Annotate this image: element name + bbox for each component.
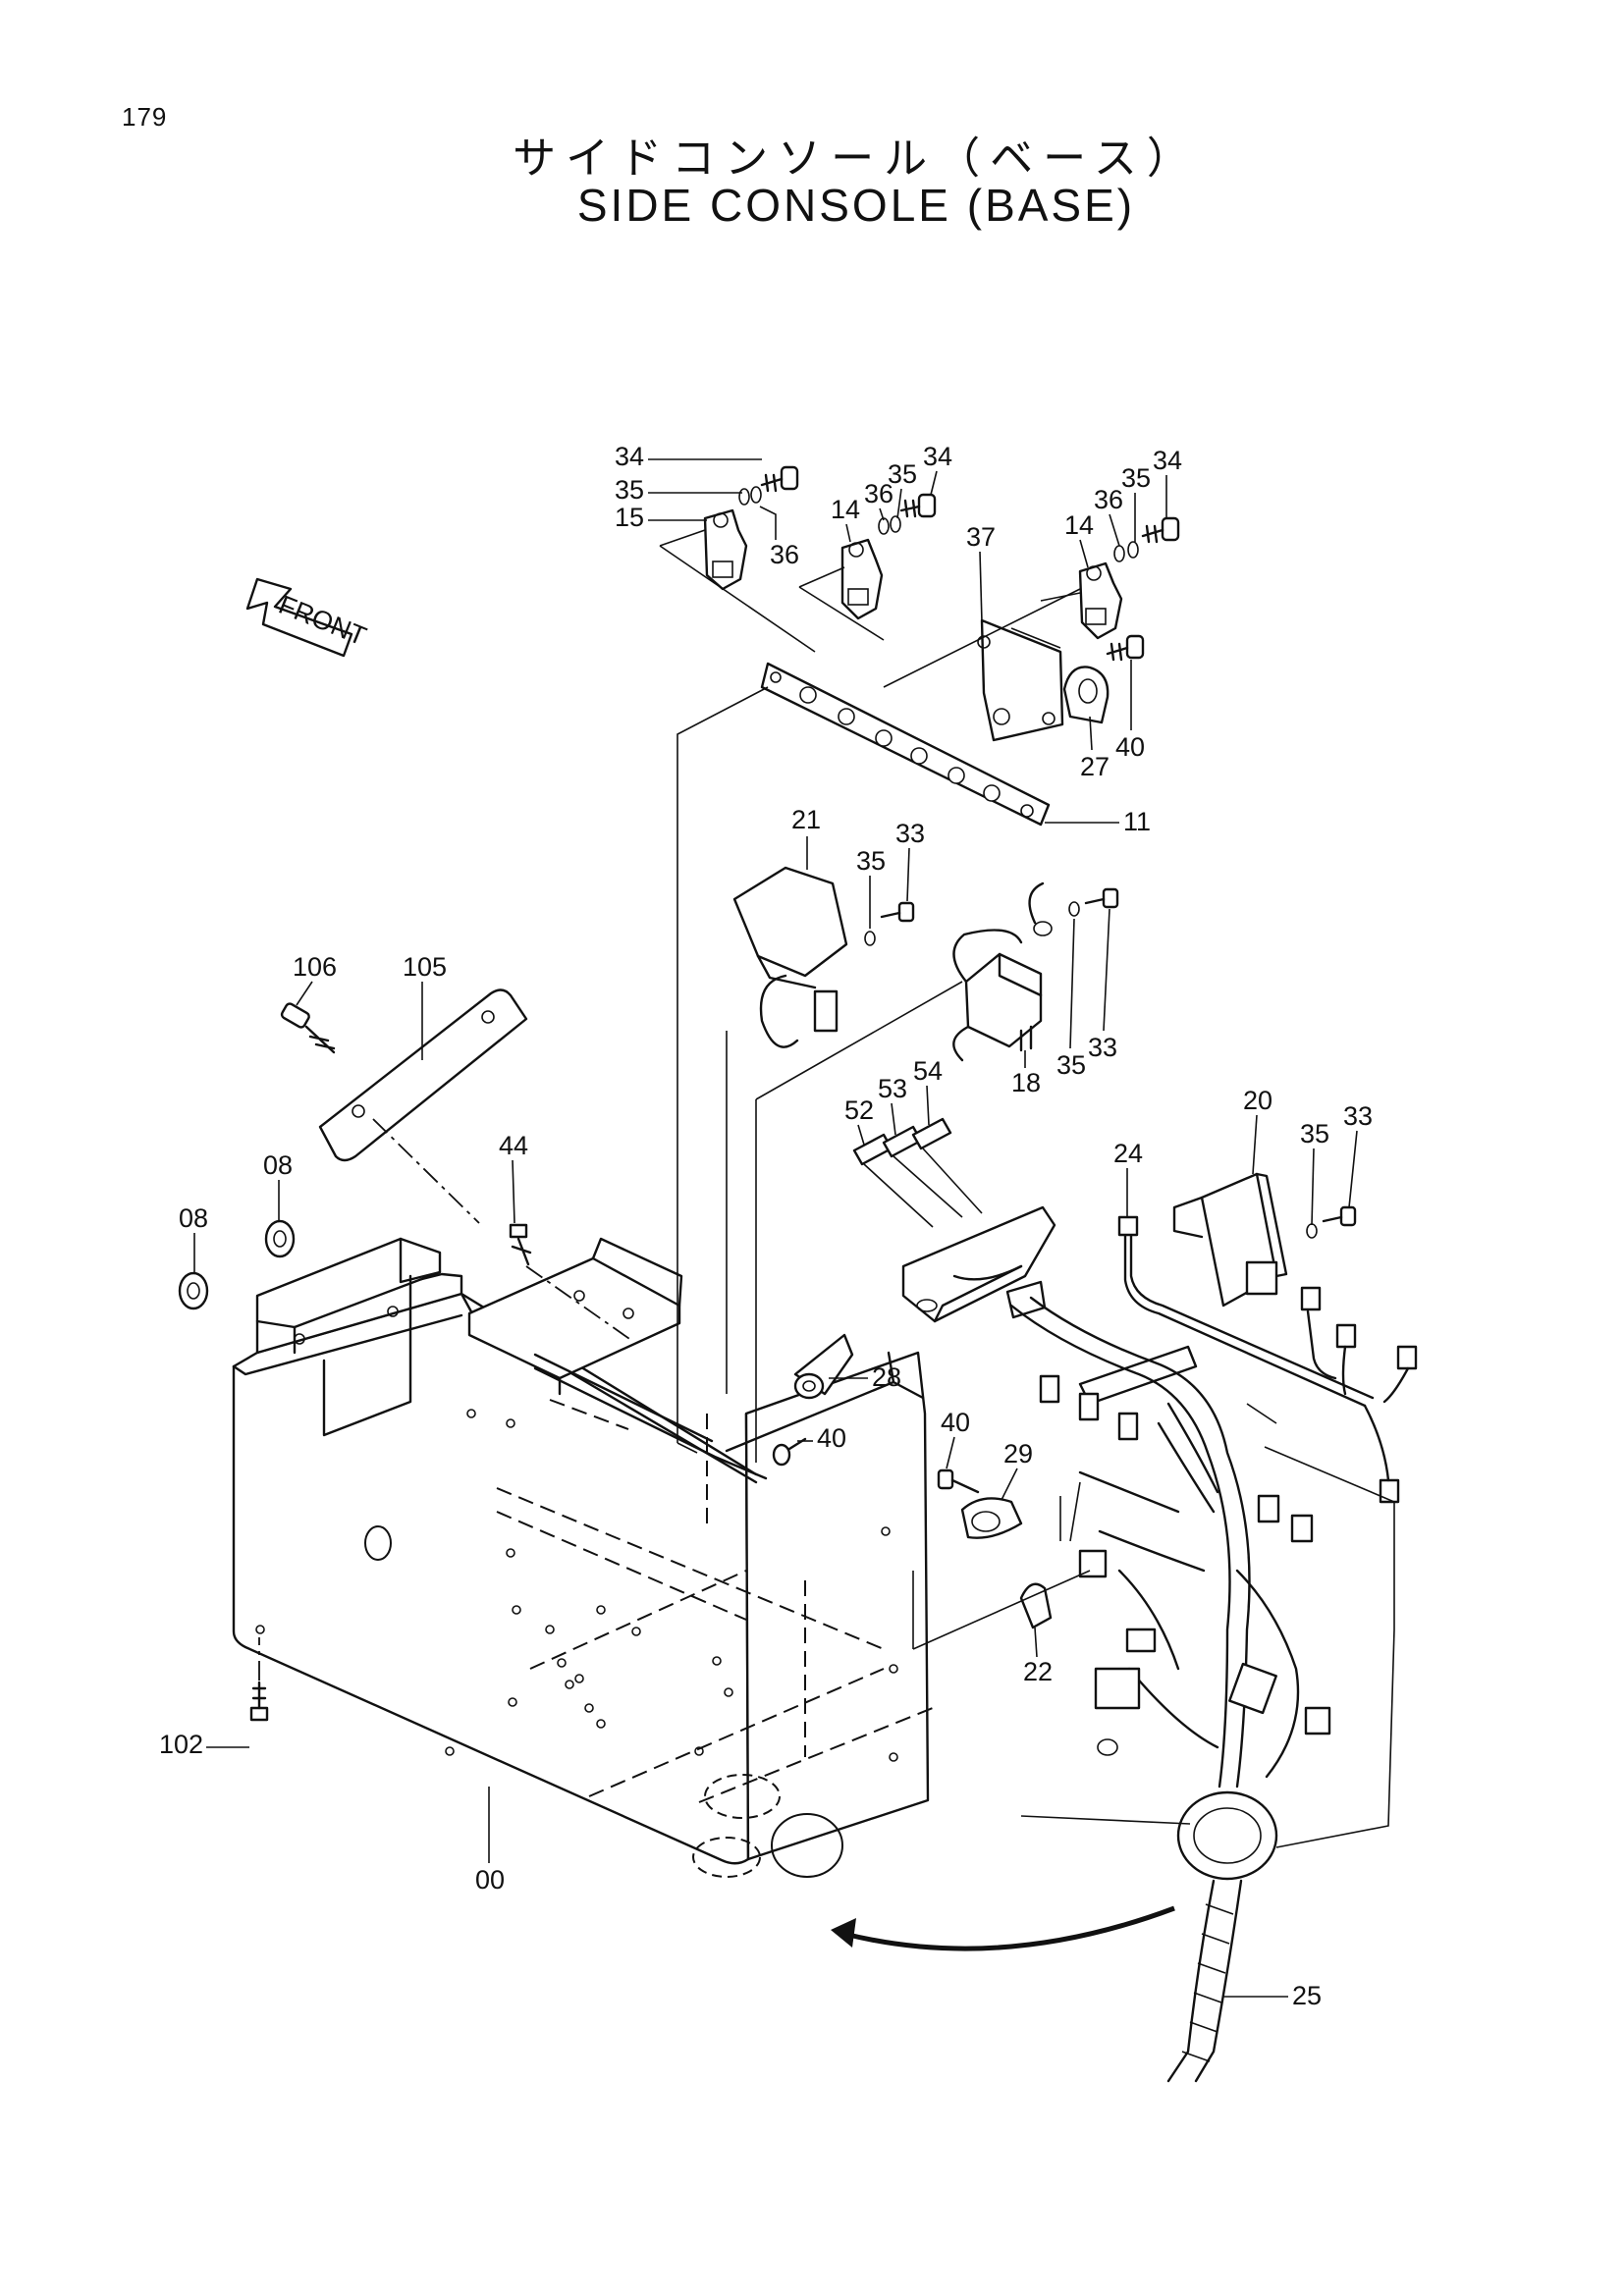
screw-icon [864, 887, 1357, 1239]
callout-label: 34 [1153, 446, 1182, 475]
screw-icon [760, 465, 1180, 662]
callout-label: 35 [1121, 463, 1151, 493]
callout-label: 35 [1300, 1119, 1329, 1148]
upper-bracket [467, 1237, 768, 1480]
callout-label: 08 [263, 1150, 293, 1180]
callout-label: 36 [1094, 485, 1123, 514]
callout-label: 33 [895, 819, 925, 848]
callout-label: 40 [941, 1408, 970, 1437]
callout-label: 37 [966, 522, 996, 552]
connector-icon [852, 1117, 1056, 1323]
console-base-box [232, 1272, 934, 1878]
callout-label: 53 [878, 1074, 907, 1103]
title-english: SIDE CONSOLE (BASE) [576, 180, 1136, 231]
callout-label: 36 [770, 540, 799, 569]
front-label: FRONT [275, 590, 370, 652]
grommet-icon [178, 1219, 296, 1310]
callout-label: 18 [1011, 1068, 1041, 1097]
title-japanese: サイドコンソール（ベース） [513, 133, 1200, 184]
callout-label: 52 [844, 1095, 874, 1125]
callout-labels: 34 35 15 36 14 36 35 34 37 14 36 35 34 4… [159, 442, 1373, 2010]
mounting-plate [977, 618, 1064, 742]
callout-label: 28 [872, 1362, 901, 1392]
relay-icon [952, 881, 1053, 1062]
switch-icon [703, 508, 748, 591]
callout-label: 33 [1088, 1033, 1117, 1062]
callout-label: 11 [1123, 807, 1151, 836]
callout-label: 44 [499, 1131, 528, 1160]
callout-label: 25 [1292, 1981, 1322, 2010]
callout-label: 22 [1023, 1657, 1053, 1686]
callout-label: 33 [1343, 1101, 1373, 1131]
callout-label: 00 [475, 1865, 505, 1895]
front-arrow-icon: FRONT [245, 577, 370, 658]
callout-label: 29 [1003, 1439, 1033, 1468]
relay-icon [732, 866, 848, 1048]
page-number: 179 [122, 102, 168, 132]
callout-label: 14 [1064, 510, 1094, 540]
callout-label: 35 [888, 459, 917, 489]
callout-label: 40 [817, 1423, 846, 1453]
terminal-strip [760, 662, 1051, 827]
clamp-icon [937, 1468, 1023, 1539]
side-bracket [255, 1237, 442, 1437]
callout-label: 40 [1115, 732, 1145, 762]
callout-label: 105 [403, 952, 447, 982]
callout-label: 15 [615, 503, 644, 532]
callout-label: 35 [1056, 1050, 1086, 1080]
callout-label: 35 [856, 846, 886, 876]
bolt-icon [249, 1681, 269, 1722]
callout-label: 54 [913, 1056, 943, 1086]
callout-label: 24 [1113, 1139, 1143, 1168]
controller-icon [1172, 1172, 1288, 1308]
cover-plate [318, 988, 528, 1162]
callout-label: 20 [1243, 1086, 1272, 1115]
callout-label: 106 [293, 952, 337, 982]
screw-icon [280, 1002, 336, 1054]
callout-label: 14 [831, 495, 860, 524]
callout-label: 102 [159, 1730, 203, 1759]
callout-label: 08 [179, 1203, 208, 1233]
switch-icon [1078, 561, 1123, 640]
curved-arrow-icon [831, 1905, 1175, 1951]
wire-harness [1005, 1215, 1418, 2083]
callout-label: 27 [1080, 752, 1110, 781]
bolt-icon [772, 1437, 807, 1467]
callout-label: 34 [923, 442, 952, 471]
callout-label: 36 [864, 479, 893, 508]
callout-label: 34 [615, 442, 644, 471]
clamp-icon [793, 1333, 854, 1400]
callout-label: 35 [615, 475, 644, 505]
clamp-icon [1062, 666, 1110, 724]
callout-label: 21 [791, 805, 821, 834]
bolt-icon [509, 1223, 532, 1266]
switch-icon [840, 538, 884, 620]
